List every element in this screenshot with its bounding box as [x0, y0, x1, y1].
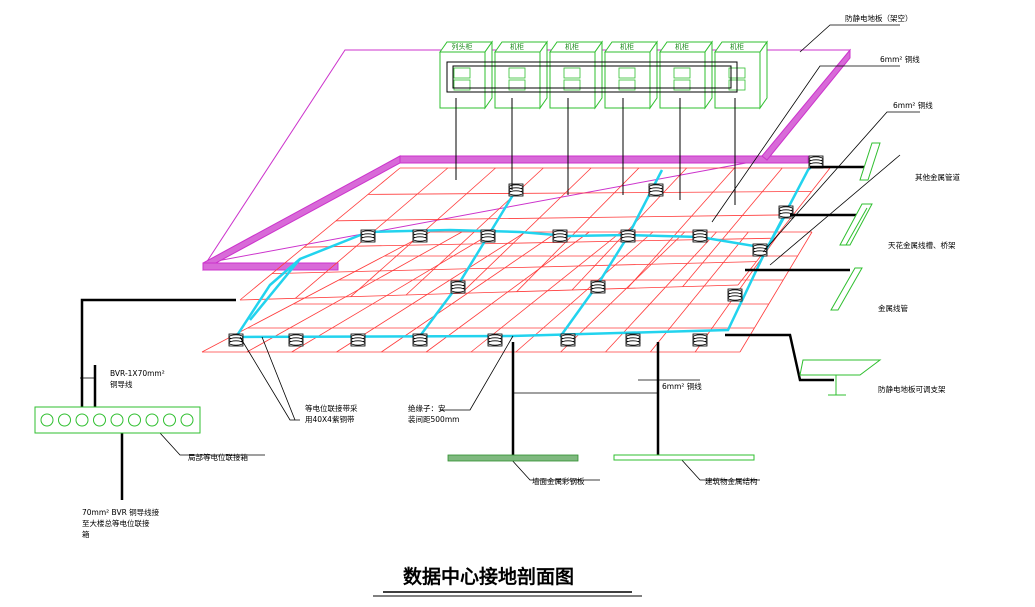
insulator	[450, 280, 466, 294]
terminal-hole	[128, 413, 141, 427]
terminal-hole	[40, 413, 54, 427]
insulator	[412, 333, 428, 347]
ceiling-tray	[839, 203, 873, 246]
insulator	[625, 333, 641, 347]
label-floor-top: 防静电地板（架空）	[845, 13, 913, 23]
label-building-metal: 建筑物金属结构	[705, 476, 758, 486]
insulator	[648, 183, 664, 197]
label-bond-2: 用40X4紫铜带	[305, 414, 355, 424]
metal-conduit	[830, 267, 863, 311]
insulator	[508, 183, 524, 197]
metal-pipe-other	[859, 142, 881, 181]
insulator	[360, 229, 376, 243]
cabinet-row: 列头柜 机柜 机柜 机柜 机柜 机柜	[439, 40, 768, 110]
insulator	[692, 229, 708, 243]
label-copper-mid: 6mm² 铜线	[893, 100, 933, 110]
insulator	[350, 333, 366, 347]
insulator	[228, 333, 244, 347]
label-bvr-1: BVR-1X70mm²	[110, 369, 165, 378]
label-main-1: 70mm² BVR 铜导线接	[82, 507, 160, 517]
label-copper-bottom: 6mm² 铜线	[662, 381, 702, 391]
cabinet-label: 机柜	[510, 42, 524, 51]
local-equipotential-box	[34, 406, 201, 434]
cabinet: 机柜	[659, 40, 713, 110]
cabinet-label: 机柜	[675, 42, 689, 51]
diagram-title: 数据中心接地剖面图	[403, 565, 574, 588]
insulator	[487, 333, 503, 347]
label-main-3: 箱	[82, 529, 90, 539]
label-metal-conduit: 金属线管	[878, 303, 908, 313]
label-wall-steel: 墙面金属彩钢板	[532, 476, 585, 486]
cabinet: 机柜	[549, 40, 603, 110]
cabinet-label: 列头柜	[452, 42, 473, 51]
cabinet-drop-wires	[455, 98, 736, 205]
insulator	[480, 229, 496, 243]
insulator	[560, 333, 576, 347]
insulator	[808, 155, 824, 169]
terminal-hole	[93, 413, 106, 427]
leader-lines	[80, 24, 920, 481]
insulator	[727, 288, 743, 302]
insulators	[228, 155, 824, 347]
insulator	[778, 205, 794, 219]
label-local-box: 局部等电位联接箱	[188, 452, 248, 462]
terminal-hole	[163, 413, 176, 427]
insulator	[412, 229, 428, 243]
terminal-hole	[110, 413, 124, 427]
label-ceiling-tray: 天花金属线槽、桥架	[888, 240, 956, 250]
building-metal-structure	[613, 454, 755, 461]
insulator	[590, 280, 606, 294]
label-main-2: 至大楼总等电位联接	[82, 518, 150, 528]
cabinet: 机柜	[604, 40, 658, 110]
terminal-hole	[145, 413, 159, 427]
terminal-hole	[180, 413, 194, 427]
label-bvr-2: 铜导线	[110, 379, 133, 389]
cabinet-label: 机柜	[620, 42, 634, 51]
cabinet: 机柜	[494, 40, 548, 110]
wall-steel-plate	[447, 454, 579, 462]
label-bond-1: 等电位联接带采	[305, 403, 358, 413]
cabinet-wire-loops	[446, 61, 738, 93]
label-other-pipes: 其他金属管道	[915, 172, 960, 182]
insulator	[692, 333, 708, 347]
terminal-hole	[58, 413, 71, 427]
cabinet: 机柜	[714, 40, 768, 110]
insulator	[552, 229, 568, 243]
floor-bracket	[799, 359, 882, 396]
grounding-conductors	[80, 165, 872, 500]
label-floor-bracket: 防静电地板可调支架	[878, 384, 946, 394]
insulator	[620, 229, 636, 243]
label-insulator-2: 装间距500mm	[408, 414, 459, 424]
cabinet-label: 机柜	[730, 42, 744, 51]
cabinet-label: 机柜	[565, 42, 579, 51]
label-copper-top: 6mm² 铜线	[880, 54, 920, 64]
insulator	[288, 333, 304, 347]
cabinet: 列头柜	[439, 40, 493, 110]
terminal-hole	[75, 413, 89, 427]
label-insulator-1: 绝缘子：安	[408, 403, 446, 413]
